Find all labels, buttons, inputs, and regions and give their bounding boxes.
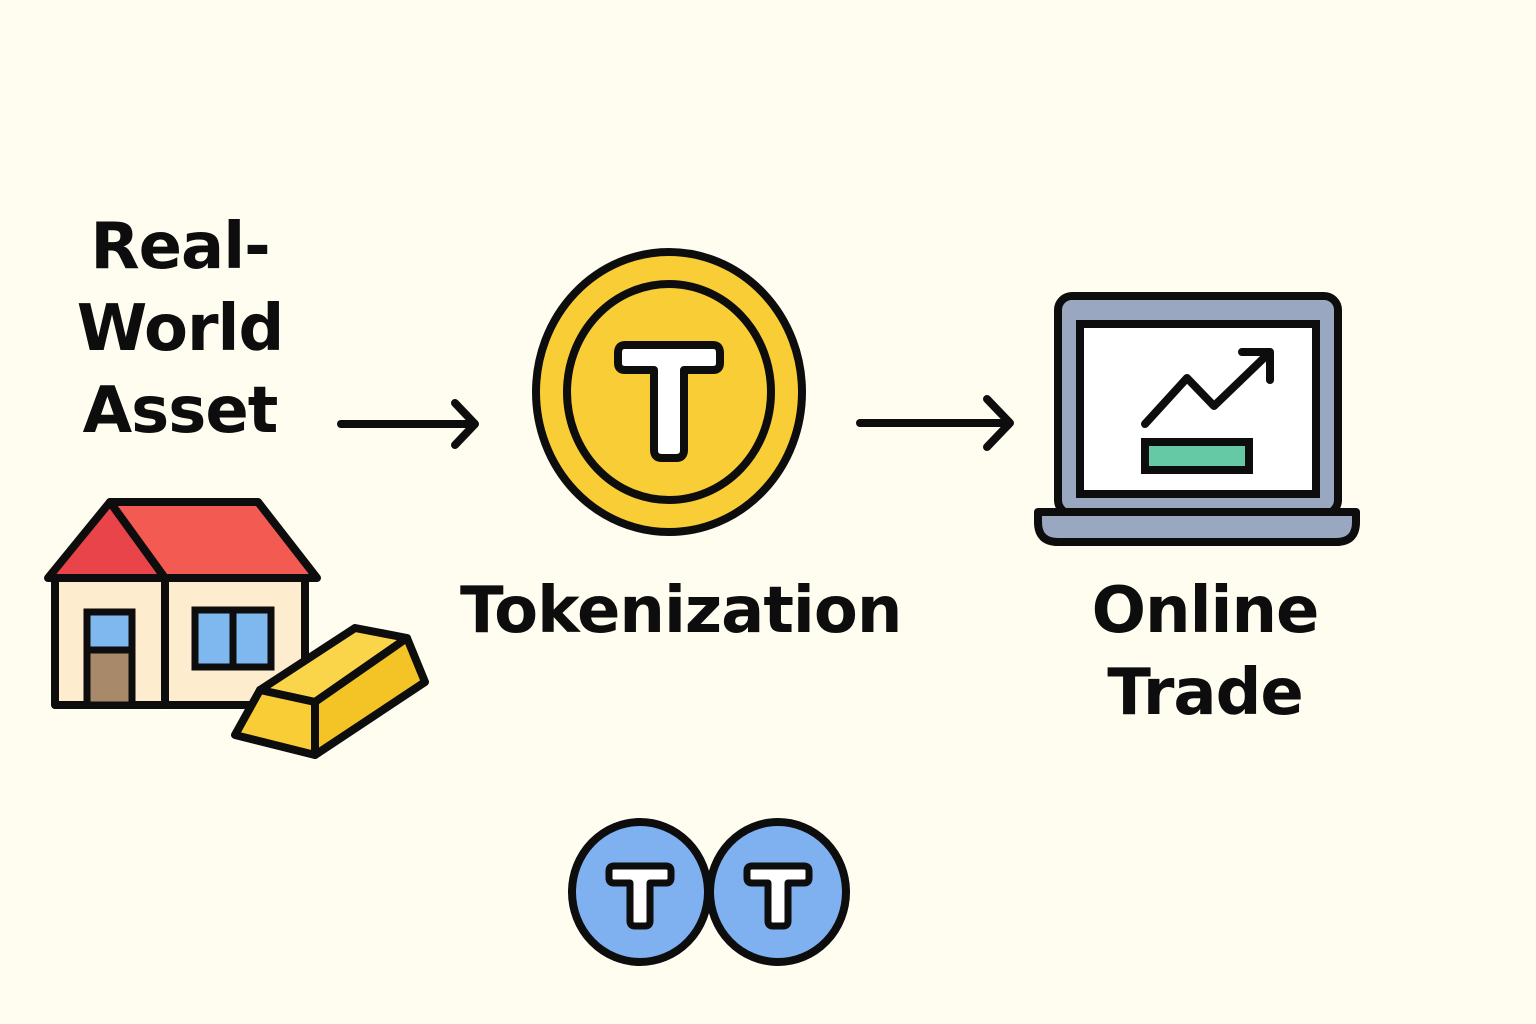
trade-label-line-1: Online	[1091, 574, 1320, 648]
mini-token-icon	[706, 818, 850, 966]
asset-label-line-3: Asset	[82, 374, 279, 448]
gold-bar-icon	[231, 624, 429, 759]
laptop-chart-icon	[1034, 292, 1360, 546]
real-world-asset-label: Real- World Asset	[40, 206, 320, 452]
asset-label-line-1: Real-	[90, 210, 270, 284]
token-coin-icon	[532, 248, 806, 536]
trade-label-line-2: Trade	[1107, 656, 1304, 730]
arrow-right-icon	[337, 399, 479, 449]
arrow-right-icon	[856, 395, 1014, 451]
asset-label-line-2: World	[76, 292, 285, 366]
tokenization-label: Tokenization	[460, 570, 902, 652]
online-trade-label: Online Trade	[1050, 570, 1360, 734]
tokenization-label-text: Tokenization	[460, 574, 902, 648]
mini-token-icon	[568, 818, 712, 966]
